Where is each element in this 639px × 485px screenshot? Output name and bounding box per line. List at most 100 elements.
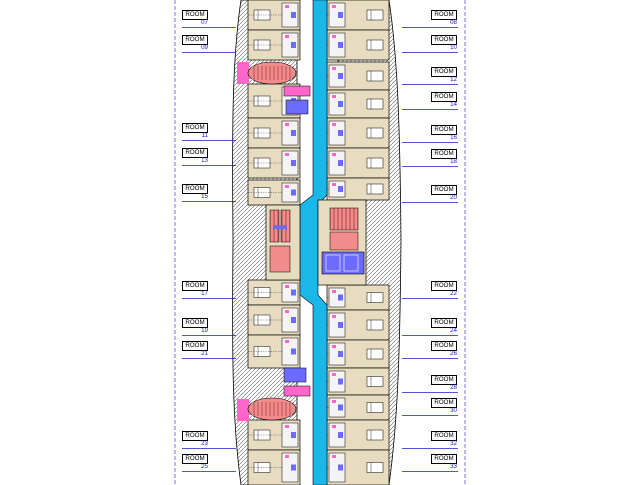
- room-number: 15: [201, 193, 208, 200]
- lift-icon: [321, 251, 365, 275]
- room-tag-label: ROOM: [182, 123, 208, 133]
- room-tag-label: ROOM: [182, 431, 208, 441]
- bathroom-fixture-icon: [338, 160, 343, 166]
- bathroom-fixture-icon: [332, 373, 336, 376]
- room-tag-label: ROOM: [431, 35, 457, 45]
- bed-icon: [366, 462, 384, 473]
- bathroom-fixture-icon: [285, 310, 289, 313]
- bathroom-fixture-icon: [338, 12, 343, 18]
- room-number: 10: [450, 44, 457, 51]
- bathroom-fixture-icon: [285, 185, 289, 188]
- bed-icon: [366, 292, 384, 303]
- room-tag-label: ROOM: [182, 341, 208, 351]
- bathroom-fixture-icon: [328, 32, 346, 58]
- room-tag-label: ROOM: [431, 398, 457, 408]
- bed-icon: [366, 127, 384, 139]
- bed-icon: [366, 183, 384, 195]
- room-number: 26: [450, 350, 457, 357]
- bed-icon: [366, 157, 384, 169]
- room-tag-label: ROOM: [431, 341, 457, 351]
- room-number: 09: [201, 44, 208, 51]
- bathroom-fixture-icon: [332, 290, 336, 293]
- bathroom-fixture-icon: [332, 315, 336, 318]
- room-number: 16: [450, 134, 457, 141]
- room-tag-label: ROOM: [431, 454, 457, 464]
- bathroom-fixture-icon: [332, 425, 336, 428]
- bathroom-fixture-icon: [332, 5, 336, 8]
- room-number: 20: [450, 194, 457, 201]
- bathroom-fixture-icon: [291, 12, 296, 18]
- room-tag-label: ROOM: [182, 281, 208, 291]
- room-tag-label: ROOM: [182, 35, 208, 45]
- bathroom-fixture-icon: [285, 35, 289, 38]
- bathroom-fixture-icon: [285, 340, 289, 343]
- bathroom-fixture-icon: [332, 67, 336, 70]
- bathroom-fixture-icon: [328, 422, 346, 448]
- bathroom-fixture-icon: [291, 189, 296, 196]
- bathroom-fixture-icon: [332, 455, 336, 458]
- stair-north: [237, 61, 311, 115]
- room-number: 23: [201, 440, 208, 447]
- bathroom-fixture-icon: [332, 95, 336, 98]
- room-number: 08: [450, 19, 457, 26]
- room-tag-label: ROOM: [182, 454, 208, 464]
- room-tag-label: ROOM: [182, 318, 208, 328]
- bathroom-fixture-icon: [328, 92, 346, 116]
- bathroom-fixture-icon: [285, 285, 289, 288]
- bathroom-fixture-icon: [332, 153, 336, 156]
- bed-icon: [366, 319, 384, 331]
- bathroom-fixture-icon: [332, 400, 336, 403]
- bathroom-fixture-icon: [338, 378, 343, 385]
- room-number: 21: [201, 350, 208, 357]
- bathroom-fixture-icon: [328, 2, 346, 28]
- bathroom-fixture-icon: [328, 342, 346, 366]
- bathroom-fixture-icon: [291, 160, 296, 166]
- room-number: 22: [450, 290, 457, 297]
- room-tag-label: ROOM: [431, 92, 457, 102]
- bed-icon: [366, 348, 384, 360]
- core-left: [265, 204, 301, 281]
- stair-south: [237, 367, 311, 421]
- bathroom-fixture-icon: [291, 317, 296, 323]
- room-tag-label: ROOM: [431, 10, 457, 20]
- right-room-blocks: [326, 0, 390, 485]
- bathroom-fixture-icon: [328, 370, 346, 393]
- room-tag-label: ROOM: [182, 184, 208, 194]
- bathroom-fixture-icon: [332, 183, 336, 186]
- left-room-blocks: [247, 0, 301, 485]
- bathroom-fixture-icon: [291, 42, 296, 48]
- bathroom-fixture-icon: [338, 73, 343, 79]
- lift-icon: [273, 225, 287, 229]
- bathroom-fixture-icon: [332, 123, 336, 126]
- bed-icon: [366, 402, 384, 413]
- room-tag-label: ROOM: [431, 149, 457, 159]
- room-number: 19: [201, 327, 208, 334]
- room-number: 17: [201, 290, 208, 297]
- bathroom-fixture-icon: [338, 464, 343, 471]
- stair-icon: [329, 207, 359, 231]
- bathroom-fixture-icon: [332, 345, 336, 348]
- bed-icon: [366, 376, 384, 387]
- bathroom-fixture-icon: [291, 289, 296, 296]
- bathroom-fixture-icon: [291, 130, 296, 136]
- bathroom-fixture-icon: [338, 294, 343, 301]
- bathroom-fixture-icon: [338, 186, 343, 192]
- room-tag-label: ROOM: [431, 125, 457, 135]
- bathroom-fixture-icon: [338, 432, 343, 438]
- room-tag-label: ROOM: [431, 431, 457, 441]
- bathroom-fixture-icon: [332, 35, 336, 38]
- room-number: 32: [450, 440, 457, 447]
